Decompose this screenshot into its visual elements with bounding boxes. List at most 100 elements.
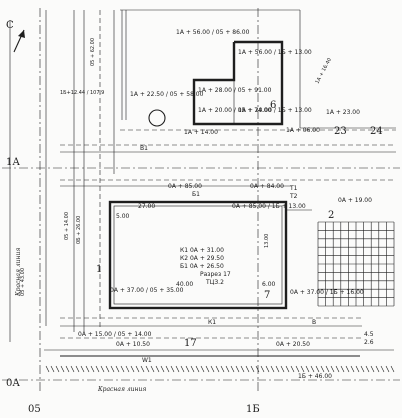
callout-21: 0Б + 26.00 [76, 216, 82, 244]
hatch-stroke [310, 365, 315, 373]
hatch-stroke [370, 365, 375, 373]
hatch-stroke [360, 365, 365, 373]
site-number-2: 2 [328, 210, 334, 221]
hatch-stroke [95, 365, 100, 373]
site-number-23: 23 [334, 126, 347, 137]
hatch-stroke [180, 365, 185, 373]
hatch-stroke [55, 365, 60, 373]
edge-note-left-vertical: 05 + 43.00 [20, 268, 26, 296]
hatch-stroke [220, 365, 225, 373]
hatch-stroke [385, 365, 390, 373]
hatch-stroke [245, 365, 250, 373]
callout-1: 1А + 56.00 / 05 + 86.00 [176, 29, 250, 36]
utility-code-t2: Т2 [289, 193, 298, 200]
hatch-stroke [155, 365, 160, 373]
hatch-stroke [235, 365, 240, 373]
site-number-24: 24 [370, 126, 383, 137]
hatch-stroke [240, 365, 245, 373]
callout-13: 0А + 19.00 [338, 197, 372, 204]
callout-19: 1Б + 46.00 [298, 373, 332, 380]
hatch-stroke [190, 365, 195, 373]
building-spec-5: ТЦЗ.2 [205, 279, 224, 286]
main-building-inner [113, 205, 283, 305]
hatch-stroke [325, 365, 330, 373]
hatch-stroke [165, 365, 170, 373]
axis-label-0a: 0А [6, 378, 20, 389]
hatch-stroke [265, 365, 270, 373]
utility-code-k1: К1 [208, 319, 216, 326]
building-spec-1: К1 0А + 31.00 [180, 247, 224, 254]
hatch-stroke [50, 365, 55, 373]
hatch-stroke [390, 365, 395, 373]
hatch-stroke [255, 365, 260, 373]
hatch-stroke [250, 365, 255, 373]
hatch-stroke [350, 365, 355, 373]
hatch-stroke [270, 365, 275, 373]
hatch-stroke [130, 365, 135, 373]
hatch-stroke [375, 365, 380, 373]
hatch-stroke [230, 365, 235, 373]
hatch-stroke [295, 365, 300, 373]
hatch-stroke [290, 365, 295, 373]
hatch-stroke [260, 365, 265, 373]
north-label: С [6, 20, 14, 31]
hatch-stroke [45, 365, 50, 373]
bottom-spec-1: 4.5 [364, 331, 374, 338]
callout-14: 0А + 37.00 / 05 + 35.00 [110, 287, 184, 294]
hatch-stroke [100, 365, 105, 373]
axis-label-05: 05 [28, 404, 41, 415]
callout-11: 0А + 85.00 / 1Б + 13.00 [232, 203, 306, 210]
hatch-stroke [215, 365, 220, 373]
callout-6: 1А + 22.50 / 05 + 58.00 [130, 91, 204, 98]
hatch-stroke [210, 365, 215, 373]
hatch-stroke [305, 365, 310, 373]
edge-note-right-top: 1А + 16.40 [314, 57, 333, 85]
building-dim-right-small: 6.00 [262, 281, 276, 288]
callout-8: 1А + 06.00 [286, 127, 320, 134]
hatch-stroke [115, 365, 120, 373]
hatch-stroke [105, 365, 110, 373]
hatch-stroke [65, 365, 70, 373]
bottom-spec-2: 2.6 [364, 339, 374, 346]
hatch-stroke [205, 365, 210, 373]
hatch-stroke [340, 365, 345, 373]
north-arrow [13, 29, 25, 53]
hatch-stroke [60, 365, 65, 373]
building-spec-3: Б1 0А + 26.50 [180, 263, 224, 270]
hatch-stroke [170, 365, 175, 373]
site-number-6: 6 [270, 100, 276, 111]
utility-code-w1: W1 [142, 357, 152, 364]
hatch-stroke [200, 365, 205, 373]
callout-5: 1А + 20.00 / 1Б + 13.00 [238, 107, 312, 114]
hatch-stroke [225, 365, 230, 373]
utility-code-t1: Т1 [289, 185, 298, 192]
building-spec-2: К2 0А + 29.50 [180, 255, 224, 262]
callout-2: 1А + 56.00 / 1Б + 13.00 [238, 49, 312, 56]
edge-note-left-top: 1Б+12.44 / 107.9 [60, 90, 104, 96]
site-number-7: 7 [264, 290, 270, 301]
building-dim-left: 5.00 [116, 213, 130, 220]
hatch-stroke [175, 365, 180, 373]
site-number-17: 17 [184, 338, 197, 349]
building-dim-bottom: 40.00 [176, 281, 193, 288]
utility-code-v: В [312, 319, 316, 326]
callout-9: 1А + 14.00 [184, 129, 218, 136]
axis-label-1b: 1Б [246, 404, 260, 415]
red-line-left: Красная линия [15, 248, 22, 297]
callout-20: 05 + 14.00 [64, 212, 70, 240]
hatch-stroke [70, 365, 75, 373]
hatch-stroke [135, 365, 140, 373]
hatch-stroke [365, 365, 370, 373]
hatch-stroke [90, 365, 95, 373]
hatch-stroke [110, 365, 115, 373]
callout-10: 0А + 85.00 [168, 183, 202, 190]
hatch-stroke [300, 365, 305, 373]
hatch-stroke [160, 365, 165, 373]
hatch-stroke [345, 365, 350, 373]
callout-4: 1А + 20.00 / 05 + 74.00 [198, 107, 272, 114]
building-dim-top: 27.00 [138, 203, 155, 210]
hatch-stroke [145, 365, 150, 373]
callout-22: 05 + 62.00 [90, 38, 96, 66]
hatch-stroke [315, 365, 320, 373]
